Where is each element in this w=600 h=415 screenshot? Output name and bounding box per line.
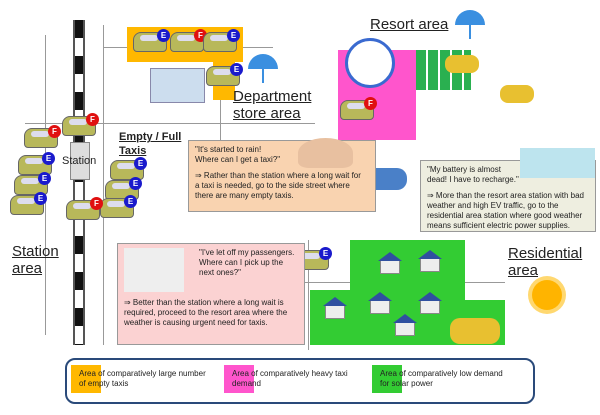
ev-car [500, 85, 534, 103]
taxi: E [206, 63, 243, 86]
advice: ⇒ More than the resort area station with… [427, 191, 585, 230]
quote: "My battery is almost [427, 165, 501, 174]
taxi: F [62, 113, 99, 136]
title-line: Department [233, 88, 312, 105]
full-badge: F [90, 197, 103, 210]
empty-badge: E [129, 177, 142, 190]
taxi: F [340, 97, 377, 120]
resort-speech-bubble: "My battery is almost dead! I have to re… [420, 160, 596, 232]
quote: dead! I have to recharge." [427, 175, 519, 184]
taxi: E [110, 157, 147, 180]
title-line: Station [12, 243, 59, 260]
taxi: F [170, 29, 207, 52]
house-icon [418, 250, 442, 272]
taxi: E [133, 29, 170, 52]
house-icon [323, 297, 347, 319]
advice: ⇒ Rather than the station where a long w… [195, 171, 361, 200]
empty-badge: E [34, 192, 47, 205]
taxi: F [66, 197, 103, 220]
legend-text: Area of comparatively low demand for sol… [380, 369, 503, 388]
road [308, 240, 309, 350]
taxi: E [14, 172, 51, 195]
resort-area-title: Resort area [370, 16, 449, 33]
house-icon [393, 314, 417, 336]
taxi: E [18, 152, 55, 175]
quote: Where can I get a taxi?" [195, 155, 281, 164]
car-interior-image [520, 148, 595, 178]
driver-speech-bubble: "I've let off my passengers. Where can I… [117, 243, 305, 345]
department-store-building [150, 68, 205, 103]
full-badge: F [364, 97, 377, 110]
railway [73, 20, 85, 345]
worried-person-icon [298, 138, 353, 168]
legend: Area of comparatively large number of em… [65, 358, 535, 404]
full-badge: F [86, 113, 99, 126]
empty-badge: E [124, 195, 137, 208]
legend-item-low-solar-demand: Area of comparatively low demand for sol… [372, 365, 510, 393]
house-icon [368, 292, 392, 314]
quote: "It's started to rain! [195, 145, 262, 154]
station-building [70, 142, 90, 180]
road [103, 25, 104, 345]
legend-item-heavy-demand: Area of comparatively heavy taxi demand [224, 365, 362, 393]
label-line: Taxis [119, 145, 147, 157]
taxi: E [203, 29, 240, 52]
ferris-wheel-icon [345, 38, 395, 88]
road [25, 123, 315, 124]
legend-text: Area of comparatively heavy taxi demand [232, 369, 348, 388]
empty-badge: E [38, 172, 51, 185]
empty-badge: E [230, 63, 243, 76]
empty-badge: E [42, 152, 55, 165]
sun-icon [532, 280, 562, 310]
station-label: Station [62, 155, 97, 167]
umbrella-icon [455, 10, 485, 39]
advice: ⇒ Better than the station where a long w… [124, 298, 288, 327]
house-icon [378, 252, 402, 274]
house-icon [418, 292, 442, 314]
driver-image [124, 248, 184, 292]
taxi: E [100, 195, 137, 218]
quote: "I've let off my passengers. Where can I… [199, 248, 295, 277]
legend-item-empty-taxis: Area of comparatively large number of em… [71, 365, 209, 393]
umbrella-icon [248, 54, 278, 83]
legend-text: Area of comparatively large number of em… [79, 369, 206, 388]
taxi: F [24, 125, 61, 148]
title-line: area [12, 260, 43, 277]
title-line: area [508, 262, 539, 279]
ev-car [450, 318, 500, 344]
title-line: store area [233, 105, 301, 122]
empty-badge: E [319, 247, 332, 260]
title-line: Residential [508, 245, 583, 262]
empty-badge: E [157, 29, 170, 42]
road [220, 100, 221, 140]
empty-badge: E [134, 157, 147, 170]
taxi: E [10, 192, 47, 215]
full-badge: F [48, 125, 61, 138]
ev-car [445, 55, 479, 73]
label-line: Empty / Full [119, 131, 182, 143]
empty-badge: E [227, 29, 240, 42]
